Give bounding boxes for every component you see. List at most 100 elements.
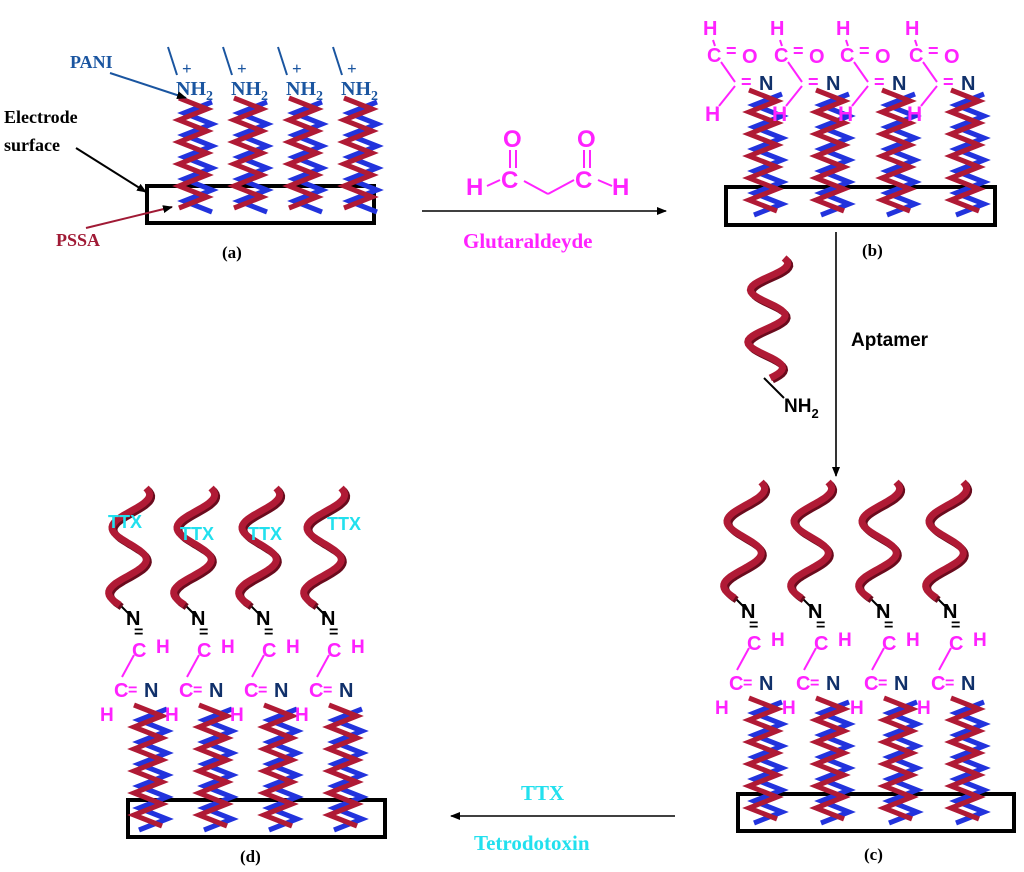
linker-c-bottom: C xyxy=(864,673,878,695)
bond xyxy=(871,647,885,671)
linker-h-bottom: H xyxy=(850,698,864,719)
linker-h-bottom: H xyxy=(230,705,244,726)
imine-eq: = xyxy=(741,72,752,92)
linker-h-top: H xyxy=(221,637,235,658)
aptamers-c xyxy=(720,479,973,603)
bond xyxy=(920,85,938,107)
pssa-chain xyxy=(192,702,234,829)
imine-eq-bottom: = xyxy=(945,675,954,692)
linker-c-bottom: C xyxy=(309,680,323,702)
imine-n-bottom: N xyxy=(759,673,773,695)
pani-pointer xyxy=(109,72,187,99)
aldehyde-h: H xyxy=(703,18,717,40)
bond xyxy=(938,647,952,671)
ttx-bound-label: TTX xyxy=(108,512,142,532)
imine-n-top: N xyxy=(256,608,270,630)
electrode-surface-c xyxy=(736,792,1016,833)
linker-c-top: C xyxy=(882,633,896,655)
linker-h-top: H xyxy=(771,630,785,651)
polymer-chains-c xyxy=(742,695,991,826)
linker-c-top: C xyxy=(327,640,341,662)
imine-n-top: N xyxy=(126,608,140,630)
linker-h-bottom: H xyxy=(295,705,309,726)
carbonyl-eq: = xyxy=(859,41,870,61)
carbonyl-c: C xyxy=(707,45,721,67)
glut-bond-2 xyxy=(597,179,613,187)
alkyl-h: H xyxy=(772,103,787,126)
carbonyl-eq: = xyxy=(793,41,804,61)
linker-h-bottom: H xyxy=(715,698,729,719)
panel-c-label: (c) xyxy=(864,845,883,864)
imine-n-bottom: N xyxy=(961,673,975,695)
bond xyxy=(922,61,938,83)
electrode-surface-b xyxy=(724,185,997,227)
bond xyxy=(314,604,328,618)
carbonyl-o: O xyxy=(875,46,891,68)
nh2-group: NH2 xyxy=(341,78,378,104)
pssa-chain xyxy=(322,702,364,829)
imine-eq-bottom: = xyxy=(258,682,267,699)
amine-groups-a: +NH2+NH2+NH2+NH2 xyxy=(167,46,378,104)
imine-n-bottom: N xyxy=(826,673,840,695)
carbonyl-c: C xyxy=(840,45,854,67)
aldehyde-h: H xyxy=(836,18,850,40)
imine-n-bottom: N xyxy=(209,680,223,702)
linker-c-top: C xyxy=(949,633,963,655)
bound-aptamer xyxy=(720,479,769,601)
aptamer-link xyxy=(763,377,785,399)
pssa-chain xyxy=(809,87,851,214)
linker-h-top: H xyxy=(973,630,987,651)
bond xyxy=(720,61,736,83)
imine-n-bottom: N xyxy=(274,680,288,702)
alkyl-h: H xyxy=(705,103,720,126)
pssa-chain xyxy=(742,695,784,822)
imine-eq-top: = xyxy=(329,624,338,641)
ttx-bound-label: TTX xyxy=(180,524,214,544)
nh2-plus-sign: + xyxy=(292,59,302,78)
carbonyl-o: O xyxy=(809,46,825,68)
bound-aptamer xyxy=(235,485,284,608)
carbonyl-c: C xyxy=(774,45,788,67)
linker-h-top: H xyxy=(156,637,170,658)
carbonyl-eq: = xyxy=(726,41,737,61)
bond xyxy=(869,597,883,611)
glut-chain-2 xyxy=(547,179,575,195)
bond xyxy=(121,654,135,678)
imine-eq-top: = xyxy=(264,624,273,641)
imine-n: N xyxy=(892,73,906,95)
polymer-chains-d xyxy=(127,702,369,833)
nh2-plus-sign: + xyxy=(182,59,192,78)
bond xyxy=(316,654,330,678)
imine-eq-bottom: = xyxy=(743,675,752,692)
linker-h-bottom: H xyxy=(100,705,114,726)
charge-tick xyxy=(167,46,178,76)
bond xyxy=(845,39,849,47)
linker-h-bottom: H xyxy=(917,698,931,719)
aldehyde-h: H xyxy=(905,18,919,40)
free-aptamer xyxy=(744,255,794,399)
imine-eq-top: = xyxy=(884,617,893,634)
aptamer-nh2: NH2 xyxy=(784,396,819,421)
bond xyxy=(851,85,869,107)
pssa-chain xyxy=(337,95,379,211)
panel-d-label: (d) xyxy=(240,847,261,866)
imine-n-top: N xyxy=(191,608,205,630)
pssa-chain xyxy=(944,87,986,214)
nh2-plus-sign: + xyxy=(237,59,247,78)
bond xyxy=(801,597,815,611)
imine-eq-bottom: = xyxy=(810,675,819,692)
pssa-chain xyxy=(282,95,324,211)
bound-aptamer xyxy=(787,479,836,601)
carbonyl-eq: = xyxy=(928,41,939,61)
carbonyl-o: O xyxy=(944,46,960,68)
imine-eq: = xyxy=(808,72,819,92)
pani-label: PANI xyxy=(70,52,113,72)
bond xyxy=(803,647,817,671)
imine-n-bottom: N xyxy=(144,680,158,702)
linker-h-top: H xyxy=(286,637,300,658)
electrode-pointer xyxy=(75,147,147,193)
